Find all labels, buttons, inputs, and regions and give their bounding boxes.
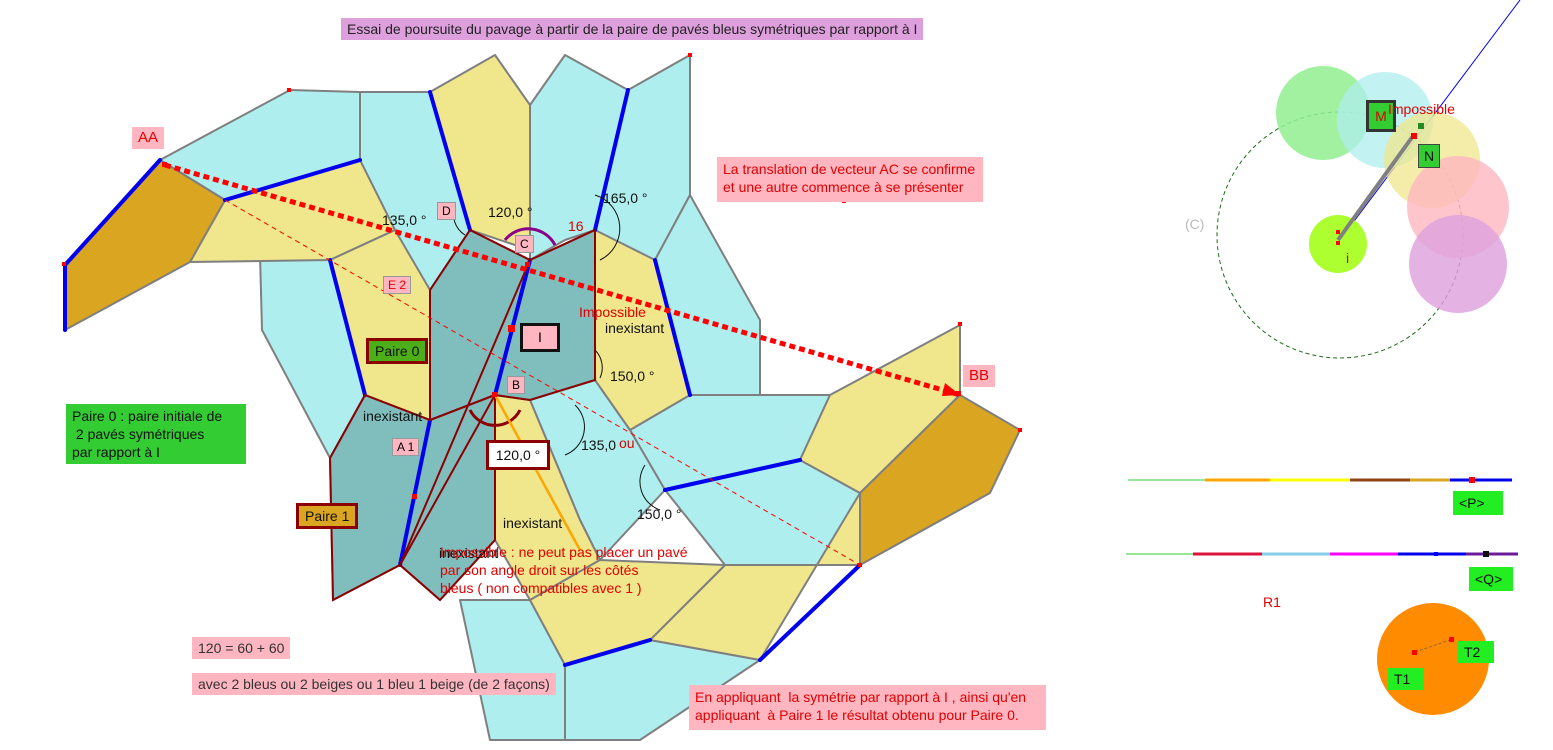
label-E2: E 2 — [383, 276, 412, 294]
note-combinations: avec 2 bleus ou 2 beiges ou 1 bleu 1 bei… — [192, 673, 556, 695]
angle-label: 120,0 ° — [488, 204, 533, 220]
label-impossible: Impossible — [1388, 101, 1455, 117]
label-R1: R1 — [1263, 594, 1281, 610]
note-inexistant: inexistant — [503, 515, 563, 531]
point-marker — [1018, 428, 1022, 432]
point-marker — [1412, 650, 1417, 655]
ou-label: ou — [619, 435, 635, 451]
angle-label: 135,0 — [581, 437, 617, 453]
orange-segment — [493, 394, 582, 551]
angle-arc — [639, 464, 661, 511]
angle-box: 120,0 ° — [486, 440, 550, 470]
point-marker — [956, 391, 961, 396]
angle-label: 165,0 ° — [603, 190, 648, 206]
note-impossible: Impossible — [579, 304, 646, 320]
label-C: C — [515, 235, 534, 253]
segment-T1-T2 — [1414, 639, 1451, 653]
segment-i-N — [1336, 134, 1415, 242]
blue-edge — [328, 258, 367, 397]
point-marker — [1449, 637, 1454, 642]
label-circle-C: (C) — [1185, 216, 1205, 232]
slider-Q-label[interactable]: <Q> — [1469, 567, 1513, 591]
slider-P-handle — [1469, 477, 1475, 483]
angle-label: 16 — [568, 218, 584, 234]
pair0-box: Paire 0 — [366, 338, 429, 364]
point-marker — [958, 322, 962, 326]
point-marker — [1411, 133, 1417, 139]
point-marker — [492, 392, 497, 397]
angle-arc — [594, 194, 621, 261]
blue-edge — [663, 458, 802, 492]
note-inexistant: inexistant — [605, 320, 665, 336]
blue-edge — [223, 158, 362, 202]
angle-arc — [503, 227, 557, 246]
point-M[interactable]: M — [1366, 100, 1396, 132]
blue-edge — [398, 418, 432, 567]
blue-edge — [563, 638, 652, 667]
point-marker — [1336, 241, 1340, 245]
note-sum: 120 = 60 + 60 — [192, 637, 291, 659]
label-D: D — [437, 202, 456, 220]
point-N[interactable]: N — [1418, 144, 1440, 168]
point-marker — [1336, 230, 1340, 234]
slider-Q-handle — [1483, 551, 1489, 557]
label-BB: BB — [963, 365, 996, 387]
slider-Q-handle — [1434, 552, 1438, 556]
tile-gold — [859, 394, 1021, 566]
angle-label: 150,0 ° — [637, 506, 682, 522]
point-marker — [525, 262, 530, 267]
angle-arc — [594, 349, 603, 379]
label-B: B — [507, 376, 526, 394]
label-i: i — [1346, 250, 1350, 266]
blue-edge — [653, 258, 692, 397]
point-T2[interactable]: T2 — [1458, 641, 1494, 663]
blue-edge — [758, 563, 862, 662]
note-pair0-description: Paire 0 : paire initiale de 2 pavés symé… — [66, 404, 246, 464]
label-A1: A 1 — [392, 438, 420, 456]
blue-edge — [63, 158, 162, 267]
point-marker — [412, 494, 417, 499]
point-marker — [508, 325, 515, 332]
page-title: Essai de poursuite du pavage à partir de… — [341, 18, 924, 40]
note-cannot-place: Impossible : ne peut pas placer un pavé … — [440, 544, 688, 596]
point-marker — [162, 162, 167, 167]
point-marker — [287, 88, 291, 92]
blue-edge — [593, 88, 630, 232]
angle-arc — [468, 409, 522, 427]
vector-AA-BB — [164, 162, 961, 398]
point-marker — [688, 53, 692, 57]
note-symmetry: En appliquant la symétrie par rapport à … — [689, 685, 1047, 730]
label-AA: AA — [132, 127, 165, 149]
slider-P-label[interactable]: <P> — [1453, 491, 1503, 515]
note-inexistant: inexistant — [439, 545, 499, 561]
pair-outline — [329, 393, 496, 602]
angle-label: 150,0 ° — [610, 368, 655, 384]
pair1-box: Paire 1 — [296, 503, 359, 529]
construction-line — [399, 394, 496, 566]
point-marker — [858, 563, 862, 567]
point-T1[interactable]: T1 — [1388, 668, 1424, 690]
construction-line — [399, 259, 531, 566]
arrow-head — [942, 383, 960, 396]
note-translation: La translation de vecteur AC se confirme… — [717, 157, 984, 202]
label-I: I — [520, 323, 560, 352]
note-inexistant: inexistant — [363, 408, 423, 424]
angle-arc — [564, 404, 585, 456]
point-marker — [1418, 123, 1424, 129]
tile-beige — [529, 559, 726, 666]
angle-label: 135,0 ° — [382, 212, 427, 228]
point-marker — [62, 262, 66, 266]
blue-edge — [428, 90, 472, 232]
disk-violet — [1409, 215, 1507, 313]
